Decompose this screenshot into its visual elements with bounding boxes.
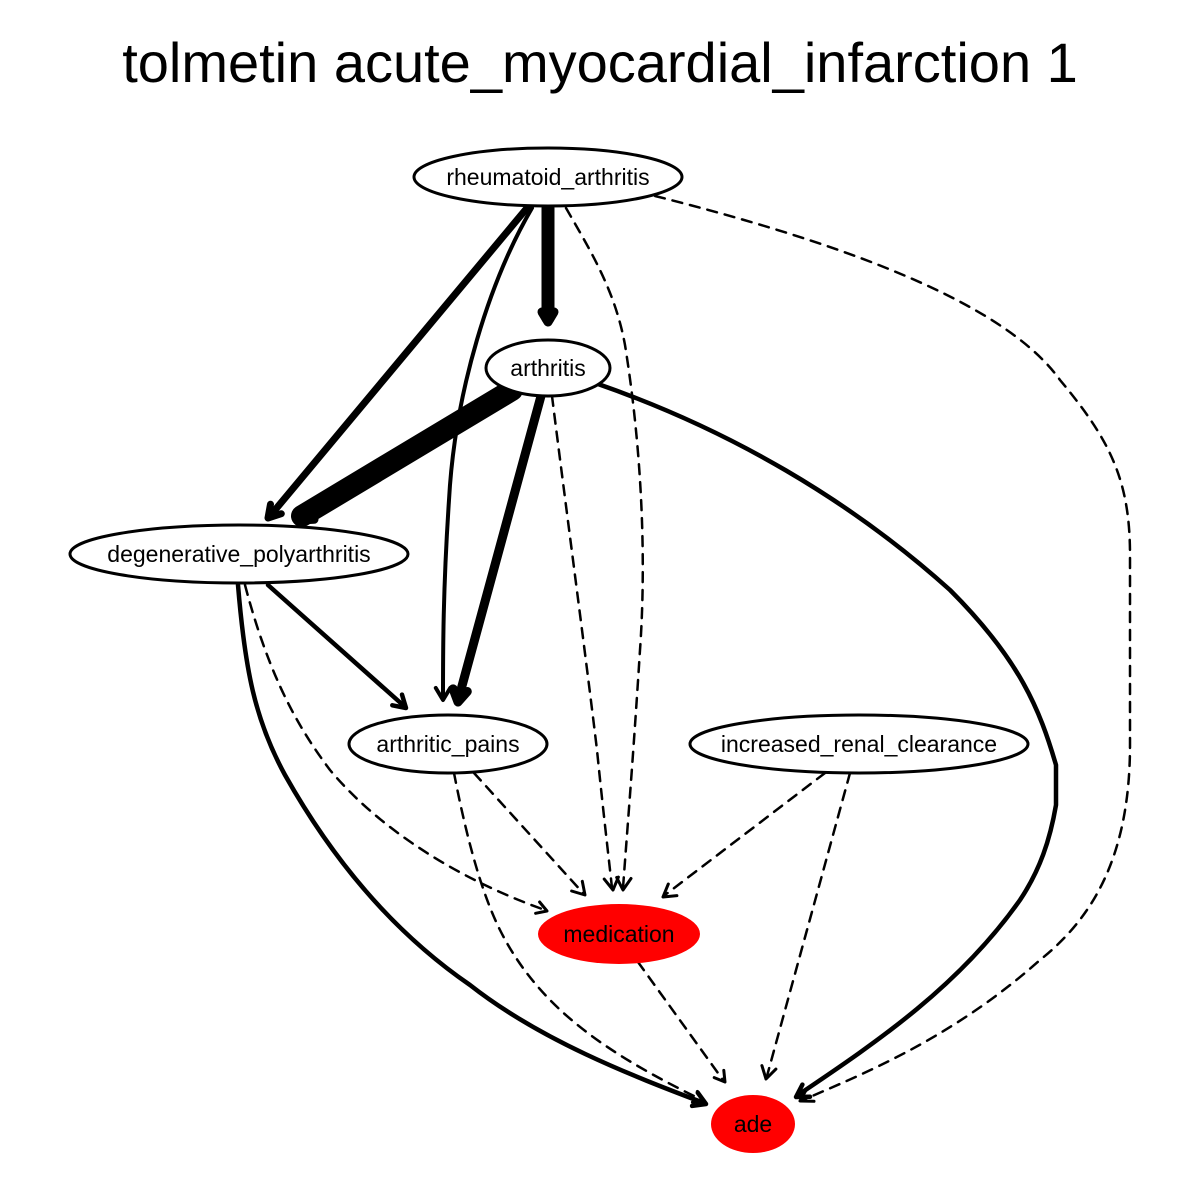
edges [235, 194, 1132, 1109]
arrowhead [295, 502, 319, 525]
edge-line [595, 381, 1059, 1098]
node-arthritic-pains: arthritic_pains [347, 713, 549, 775]
edge-rheumatoid-arthritis-to-arthritis [537, 201, 559, 327]
node-ellipse [412, 146, 684, 208]
arrowhead [602, 875, 620, 892]
node-label: increased_renal_clearance [721, 731, 997, 757]
edge-rheumatoid-arthritis-to-medication [564, 206, 645, 892]
edge-increased-renal-clearance-to-ade [760, 771, 852, 1081]
edge-arthritis-to-degenerative-polyarthritis [291, 379, 523, 527]
nodes: rheumatoid_arthritis arthritis degenerativ… [68, 146, 1030, 1153]
edge-arthritis-to-arthritic-pains [448, 391, 546, 707]
node-rheumatoid-arthritis: rheumatoid_arthritis [412, 146, 684, 208]
node-arthritis: arthritis [484, 338, 612, 398]
edge-line [291, 379, 523, 527]
edge-line [265, 582, 407, 709]
arrowhead [760, 1064, 778, 1081]
edge-arthritic-pains-to-ade [452, 771, 706, 1104]
edge-line [235, 582, 707, 1106]
arrowhead [264, 500, 285, 522]
edge-line [441, 206, 534, 699]
edge-rheumatoid-arthritis-to-degenerative-polyarthritis [264, 204, 531, 522]
arrowhead [534, 900, 549, 915]
arrowhead [661, 882, 679, 899]
node-label: ade [734, 1111, 772, 1137]
edge-arthritis-to-ade [595, 381, 1059, 1100]
node-ellipse [68, 523, 410, 585]
edge-degenerative-polyarthritis-to-arthritic-pains [265, 582, 409, 711]
arrowhead [793, 1082, 813, 1100]
edge-line [550, 394, 614, 890]
edge-degenerative-polyarthritis-to-medication [243, 583, 549, 915]
node-ade: ade [711, 1095, 795, 1153]
arrowhead [448, 684, 472, 707]
node-ellipse [484, 338, 612, 398]
edge-arthritis-to-medication [550, 394, 620, 892]
edge-increased-renal-clearance-to-medication [661, 771, 827, 899]
edge-line [765, 771, 852, 1078]
edge-line [653, 194, 1132, 1102]
node-degenerative-polyarthritis: degenerative_polyarthritis [68, 523, 410, 585]
node-ellipse [347, 713, 549, 775]
arrowhead [433, 686, 453, 702]
edge-line [636, 960, 725, 1082]
graph-title: tolmetin acute_myocardial_infarction 1 [122, 31, 1078, 94]
node-increased-renal-clearance: increased_renal_clearance [688, 713, 1030, 775]
arrowhead [615, 876, 633, 892]
node-medication: medication [538, 904, 700, 964]
node-ellipse [688, 713, 1030, 775]
arrowhead [570, 879, 587, 897]
edge-arthritic-pains-to-medication [472, 771, 587, 897]
arrowhead [712, 1068, 727, 1084]
arrowhead [390, 692, 409, 711]
edge-line [472, 771, 585, 895]
node-ellipse [538, 904, 700, 964]
node-label: arthritis [510, 355, 585, 381]
node-label: rheumatoid_arthritis [446, 164, 649, 190]
node-ellipse [711, 1095, 795, 1153]
node-label: arthritic_pains [376, 731, 519, 757]
edge-line [564, 206, 645, 890]
edge-rheumatoid-arthritis-to-arthritic-pains [433, 206, 534, 702]
edge-line [454, 391, 546, 702]
edge-line [266, 204, 531, 520]
edge-line [243, 583, 547, 912]
arrowhead [690, 1089, 706, 1104]
node-label: medication [563, 921, 674, 947]
arrowhead [537, 307, 559, 327]
edge-line [452, 771, 704, 1102]
edge-line [663, 771, 827, 897]
edge-medication-to-ade [636, 960, 727, 1084]
node-label: degenerative_polyarthritis [107, 541, 370, 567]
